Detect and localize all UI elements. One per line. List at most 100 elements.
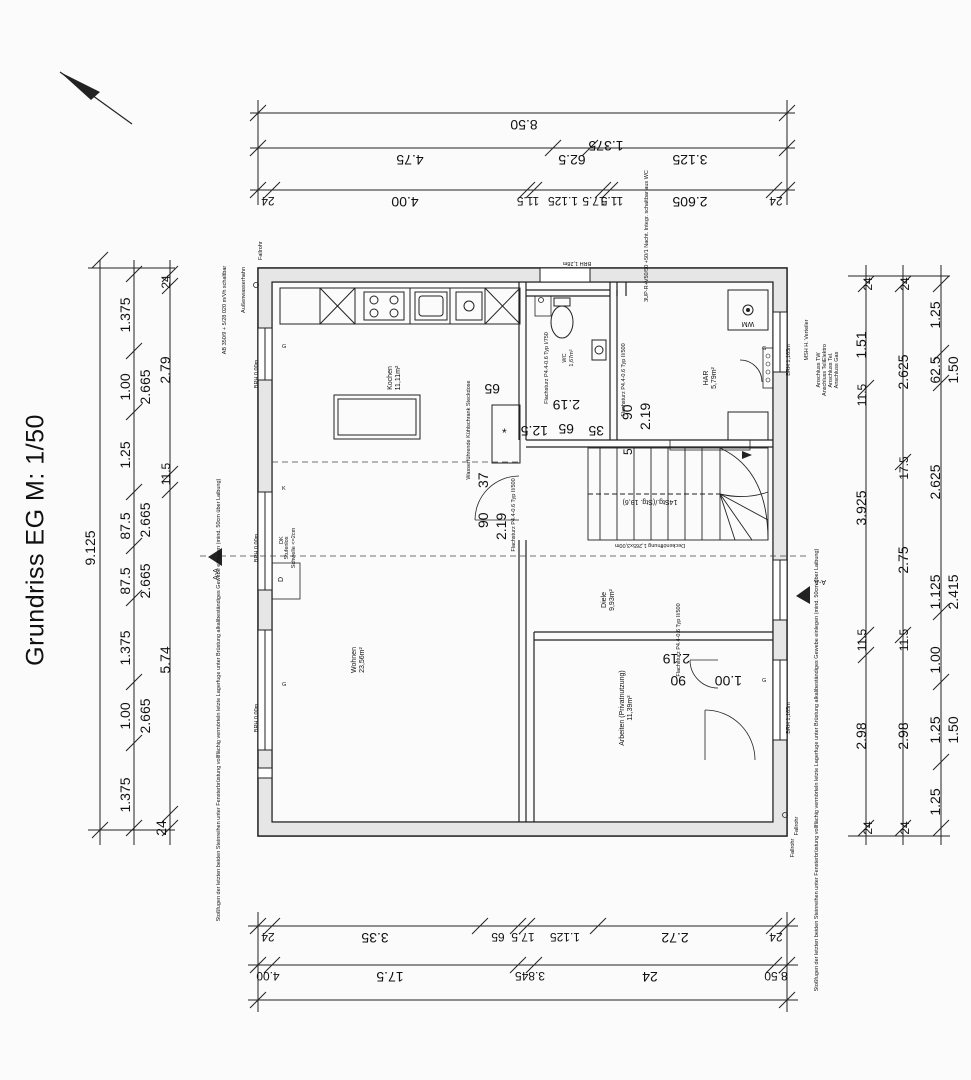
kitchen-counter: [279, 287, 521, 325]
window-letter-5: G: [762, 678, 766, 684]
dim-left-r1-3: 87.5: [117, 567, 133, 594]
dim-right-r2-5: 24: [898, 277, 912, 291]
dim-top-6: 4.00: [391, 194, 418, 210]
dim-right-r3-4: 2.625: [927, 464, 943, 499]
section-label-right: A-A: [814, 578, 826, 585]
dim-bottom-10: 24: [642, 969, 658, 985]
dim-bottom-8: 17.5: [376, 969, 403, 985]
water-heater: [727, 411, 769, 441]
dim-left-r1-6: 1.00: [117, 373, 133, 400]
dim-top-8: 1.125: [548, 194, 578, 208]
door-dim-219d: 2.19: [663, 651, 690, 667]
fallrohr-1: Fallrohr: [258, 241, 264, 260]
top-note: Stoßfugen der letzten beiden Steinreihen…: [216, 478, 222, 921]
room-kochen-area: 11,11m²: [395, 365, 402, 390]
dim-bottom-3: 17.5: [511, 930, 535, 944]
anschluss-3: Anschluss Tel.: [828, 352, 834, 388]
meter-dots-icon: [765, 353, 771, 383]
stair-label: 14Stg./(Stg. 19,6): [623, 498, 678, 505]
schwelle-letter-d: D: [278, 577, 285, 582]
dim-left-r1-2: 1.375: [117, 630, 133, 665]
downpipe-icon: [782, 812, 788, 818]
anschluss-1: Anschluss TW: [816, 352, 822, 388]
door-dim-35: 35: [588, 423, 604, 439]
door-dim-90b: 90: [475, 512, 491, 528]
door-label-kitchen: Flachsturz P4.4-0.6 Typ II/500: [511, 478, 517, 551]
window-letter-2: K: [282, 486, 286, 492]
schwelle-note: Schwelle <=2cm: [291, 527, 297, 568]
dim-bottom-0: 24: [261, 930, 275, 944]
door-dim-90a: 90: [619, 404, 635, 420]
dimension-labels-bottom: 24 3.35 65 17.5 1.125 2.72 24 4.00 17.5 …: [256, 930, 788, 985]
toilet-icon: [550, 297, 574, 339]
dim-top-4: 3.125: [672, 152, 707, 168]
dimension-chain-left: [88, 251, 179, 845]
dimension-labels-right: 24 2.98 11.5 2.75 3.925 11.5 1.51 24 24 …: [853, 277, 961, 835]
dim-right-r3-5: 62.5: [927, 356, 943, 383]
brh-label-5: BRH 1,165m: [786, 344, 792, 376]
dim-left-r2-3: 2.665: [137, 502, 153, 537]
dim-top-7: 11.5: [516, 194, 539, 208]
section-marker-right: A-A: [796, 578, 826, 604]
dim-left-r1-4: 87.5: [117, 512, 133, 539]
room-boundaries: [200, 461, 810, 557]
dimension-labels-top: 8.50 4.75 62.5 1.375 3.125 24 4.00 11.5 …: [261, 117, 783, 210]
anschluss-4: Anschluss Gas: [834, 351, 840, 388]
windows-right: [772, 311, 788, 741]
stair-arrow-icon: [742, 451, 752, 459]
room-har-name: HAR: [703, 371, 710, 386]
wm-label: WM: [742, 320, 755, 327]
dim-right-r4-2: 1.50: [945, 356, 961, 383]
brh-label-1: BRH 0,00m: [254, 359, 260, 388]
dim-right-r1-7: 24: [861, 277, 875, 291]
dim-bottom-7: 4.00: [256, 969, 280, 983]
dimension-chain-top: [249, 100, 796, 205]
dim-right-r2-0: 24: [898, 821, 912, 835]
room-arbeiten-area: 11,39m²: [627, 695, 634, 721]
room-kochen-name: Kochen: [387, 366, 394, 390]
wc-drain-icon: [538, 297, 544, 303]
windows-left: [257, 327, 273, 779]
dim-bottom-2: 65: [491, 930, 505, 944]
dim-bottom-4: 1.125: [550, 930, 580, 944]
window-letter-1: G: [282, 344, 286, 350]
dim-right-r2-2: 11.5: [897, 628, 911, 651]
room-wohnen-name: Wohnen: [351, 647, 358, 673]
dim-top-10: 11.5: [600, 194, 623, 208]
dim-right-r1-1: 2.98: [853, 722, 869, 749]
dim-left-r3-1: 11.5: [159, 462, 173, 485]
staircase: [587, 447, 769, 541]
wc-note: 3UP-R+V50/50 +50/1 Nacht. Integr. schalt…: [644, 170, 650, 302]
section-marker-left: A-A: [208, 548, 222, 580]
dimension-labels-left: 9.125 1.375 1.00 1.375 87.5 87.5 1.25 1.…: [82, 275, 173, 836]
door-label-har: Flachsturz P4.4-0.6 Typ II/500: [621, 343, 627, 416]
washing-machine-icon: [727, 289, 769, 331]
schwelle-letter-dk: DK: [279, 536, 285, 544]
dim-left-r2-0: 24: [153, 820, 169, 836]
dim-top-2: 62.5: [558, 152, 585, 168]
dim-top-1: 4.75: [396, 152, 423, 168]
door-label-arbeiten: Flachsturz P4.4-0.6 Typ II/500: [676, 603, 682, 676]
door-dim-1255: 12.5: [521, 423, 548, 439]
dim-top-9: 17.5: [582, 194, 606, 208]
dim-right-r2-1: 2.98: [895, 722, 911, 749]
bottom-note: Stoßfugen der letzten beiden Steinreihen…: [814, 548, 820, 991]
dimension-chain-right: [848, 265, 950, 845]
kitchen-island: [333, 394, 421, 440]
room-diele-area: 9,93m²: [609, 588, 616, 610]
room-diele-name: Diele: [601, 592, 608, 608]
dim-bottom-11: 8.50: [764, 969, 788, 983]
dim-left-r3-2: 2.79: [157, 356, 173, 383]
brh-label-6: BRH 1,165m: [786, 702, 792, 734]
window-letter-4: G: [762, 346, 766, 352]
door-dim-5: 5: [621, 448, 635, 455]
dimension-chain-bottom: [248, 912, 798, 1012]
door-label-wc-1: Flachsturz P4.4-0.6 Typ I/750: [544, 332, 550, 404]
dim-right-r3-0: 1.25: [927, 788, 943, 815]
dim-top-5: 24: [261, 194, 275, 208]
room-wc-area: 1,67m²: [569, 349, 575, 366]
door-dim-65a: 65: [484, 381, 500, 397]
har-shelf: [669, 439, 751, 451]
